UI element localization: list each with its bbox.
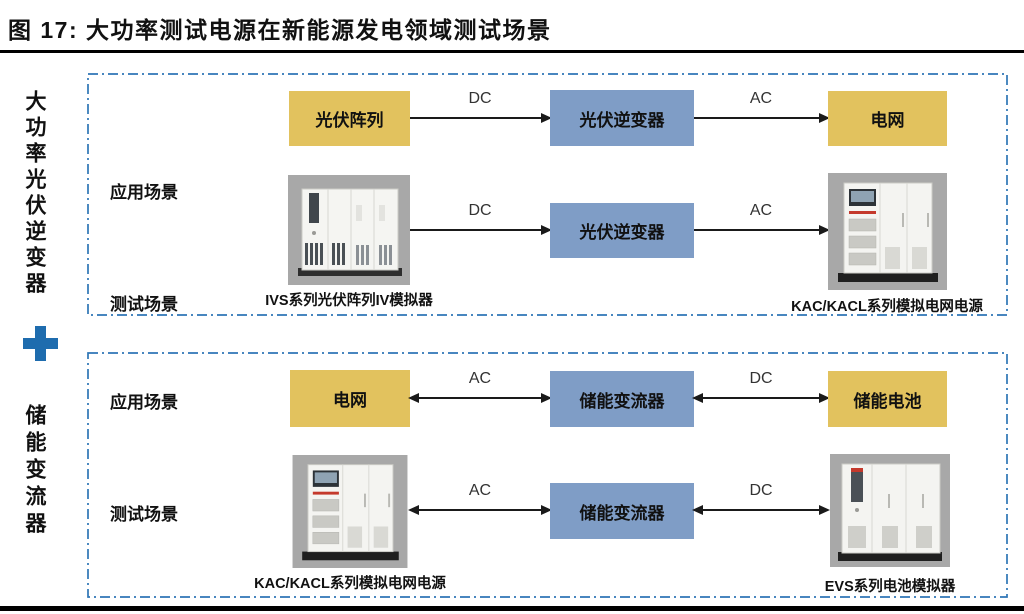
caption-evs-battery-simulator: EVS系列电池模拟器 xyxy=(824,579,956,595)
arrow-dc: DC xyxy=(410,90,552,123)
pv-inverter-panel: 应用场景 光伏阵列 DC 光伏逆变器 AC 电网 测试场景 xyxy=(87,73,1008,316)
node-grid: 电网 xyxy=(828,91,947,146)
arrowhead-right-icon xyxy=(541,505,552,515)
caption-ivs-simulator: IVS系列光伏阵列IV模拟器 xyxy=(265,293,433,309)
sidebar-label-storage-converter: 储能变流器 xyxy=(23,404,46,539)
arrow-ac-bidirectional: AC xyxy=(408,482,552,515)
arrow-label: AC xyxy=(749,90,773,107)
panel-dashed-border xyxy=(87,352,1008,598)
arrowhead-right-icon xyxy=(541,393,552,403)
kac-grid-simulator-image xyxy=(828,173,947,290)
scene-label-application: 应用场景 xyxy=(110,183,178,202)
arrow-label: DC xyxy=(749,370,773,387)
arrow-dc-bidirectional: DC xyxy=(692,370,830,403)
sidebar-label-pv-inverter: 大功率光伏逆变器 xyxy=(23,90,46,298)
arrowhead-right-icon xyxy=(819,113,830,123)
arrowhead-left-icon xyxy=(408,393,419,403)
storage-converter-panel: 应用场景 电网 AC 储能变流器 DC 储能电池 测试场景 xyxy=(87,352,1008,598)
node-storage-converter: 储能变流器 xyxy=(550,483,694,539)
plus-icon xyxy=(22,325,59,362)
evs-battery-simulator-image xyxy=(830,454,950,567)
arrow-label: DC xyxy=(749,482,773,499)
scene-label-test: 测试场景 xyxy=(110,505,178,524)
node-pv-inverter: 光伏逆变器 xyxy=(550,203,694,258)
caption-kac-grid-power: KAC/KACL系列模拟电网电源 xyxy=(254,576,446,592)
scene-label-test: 测试场景 xyxy=(110,295,178,314)
arrowhead-right-icon xyxy=(819,505,830,515)
node-storage-battery: 储能电池 xyxy=(828,371,947,427)
arrowhead-right-icon xyxy=(541,225,552,235)
arrowhead-right-icon xyxy=(819,393,830,403)
arrowhead-left-icon xyxy=(692,393,703,403)
arrowhead-left-icon xyxy=(408,505,419,515)
arrowhead-left-icon xyxy=(692,505,703,515)
arrowhead-right-icon xyxy=(819,225,830,235)
arrow-label: DC xyxy=(468,202,492,219)
title-underline xyxy=(0,50,1024,53)
arrow-dc: DC xyxy=(410,202,552,235)
arrowhead-right-icon xyxy=(541,113,552,123)
node-grid: 电网 xyxy=(290,370,410,427)
caption-kac-grid-power: KAC/KACL系列模拟电网电源 xyxy=(791,299,983,315)
scene-label-application: 应用场景 xyxy=(110,393,178,412)
kac-grid-simulator-image xyxy=(290,455,410,568)
arrow-ac: AC xyxy=(694,90,830,123)
arrow-ac: AC xyxy=(694,202,830,235)
arrow-label: AC xyxy=(468,370,492,387)
arrow-label: AC xyxy=(468,482,492,499)
ivs-pv-array-simulator-image xyxy=(288,175,410,285)
arrow-label: AC xyxy=(749,202,773,219)
node-storage-converter: 储能变流器 xyxy=(550,371,694,427)
figure-title: 图 17: 大功率测试电源在新能源发电领域测试场景 xyxy=(8,17,552,43)
arrow-ac-bidirectional: AC xyxy=(408,370,552,403)
node-pv-inverter: 光伏逆变器 xyxy=(550,90,694,146)
node-pv-array: 光伏阵列 xyxy=(289,91,410,146)
figure-bottom-rule xyxy=(0,606,1024,611)
arrow-label: DC xyxy=(468,90,492,107)
arrow-dc-bidirectional: DC xyxy=(692,482,830,515)
